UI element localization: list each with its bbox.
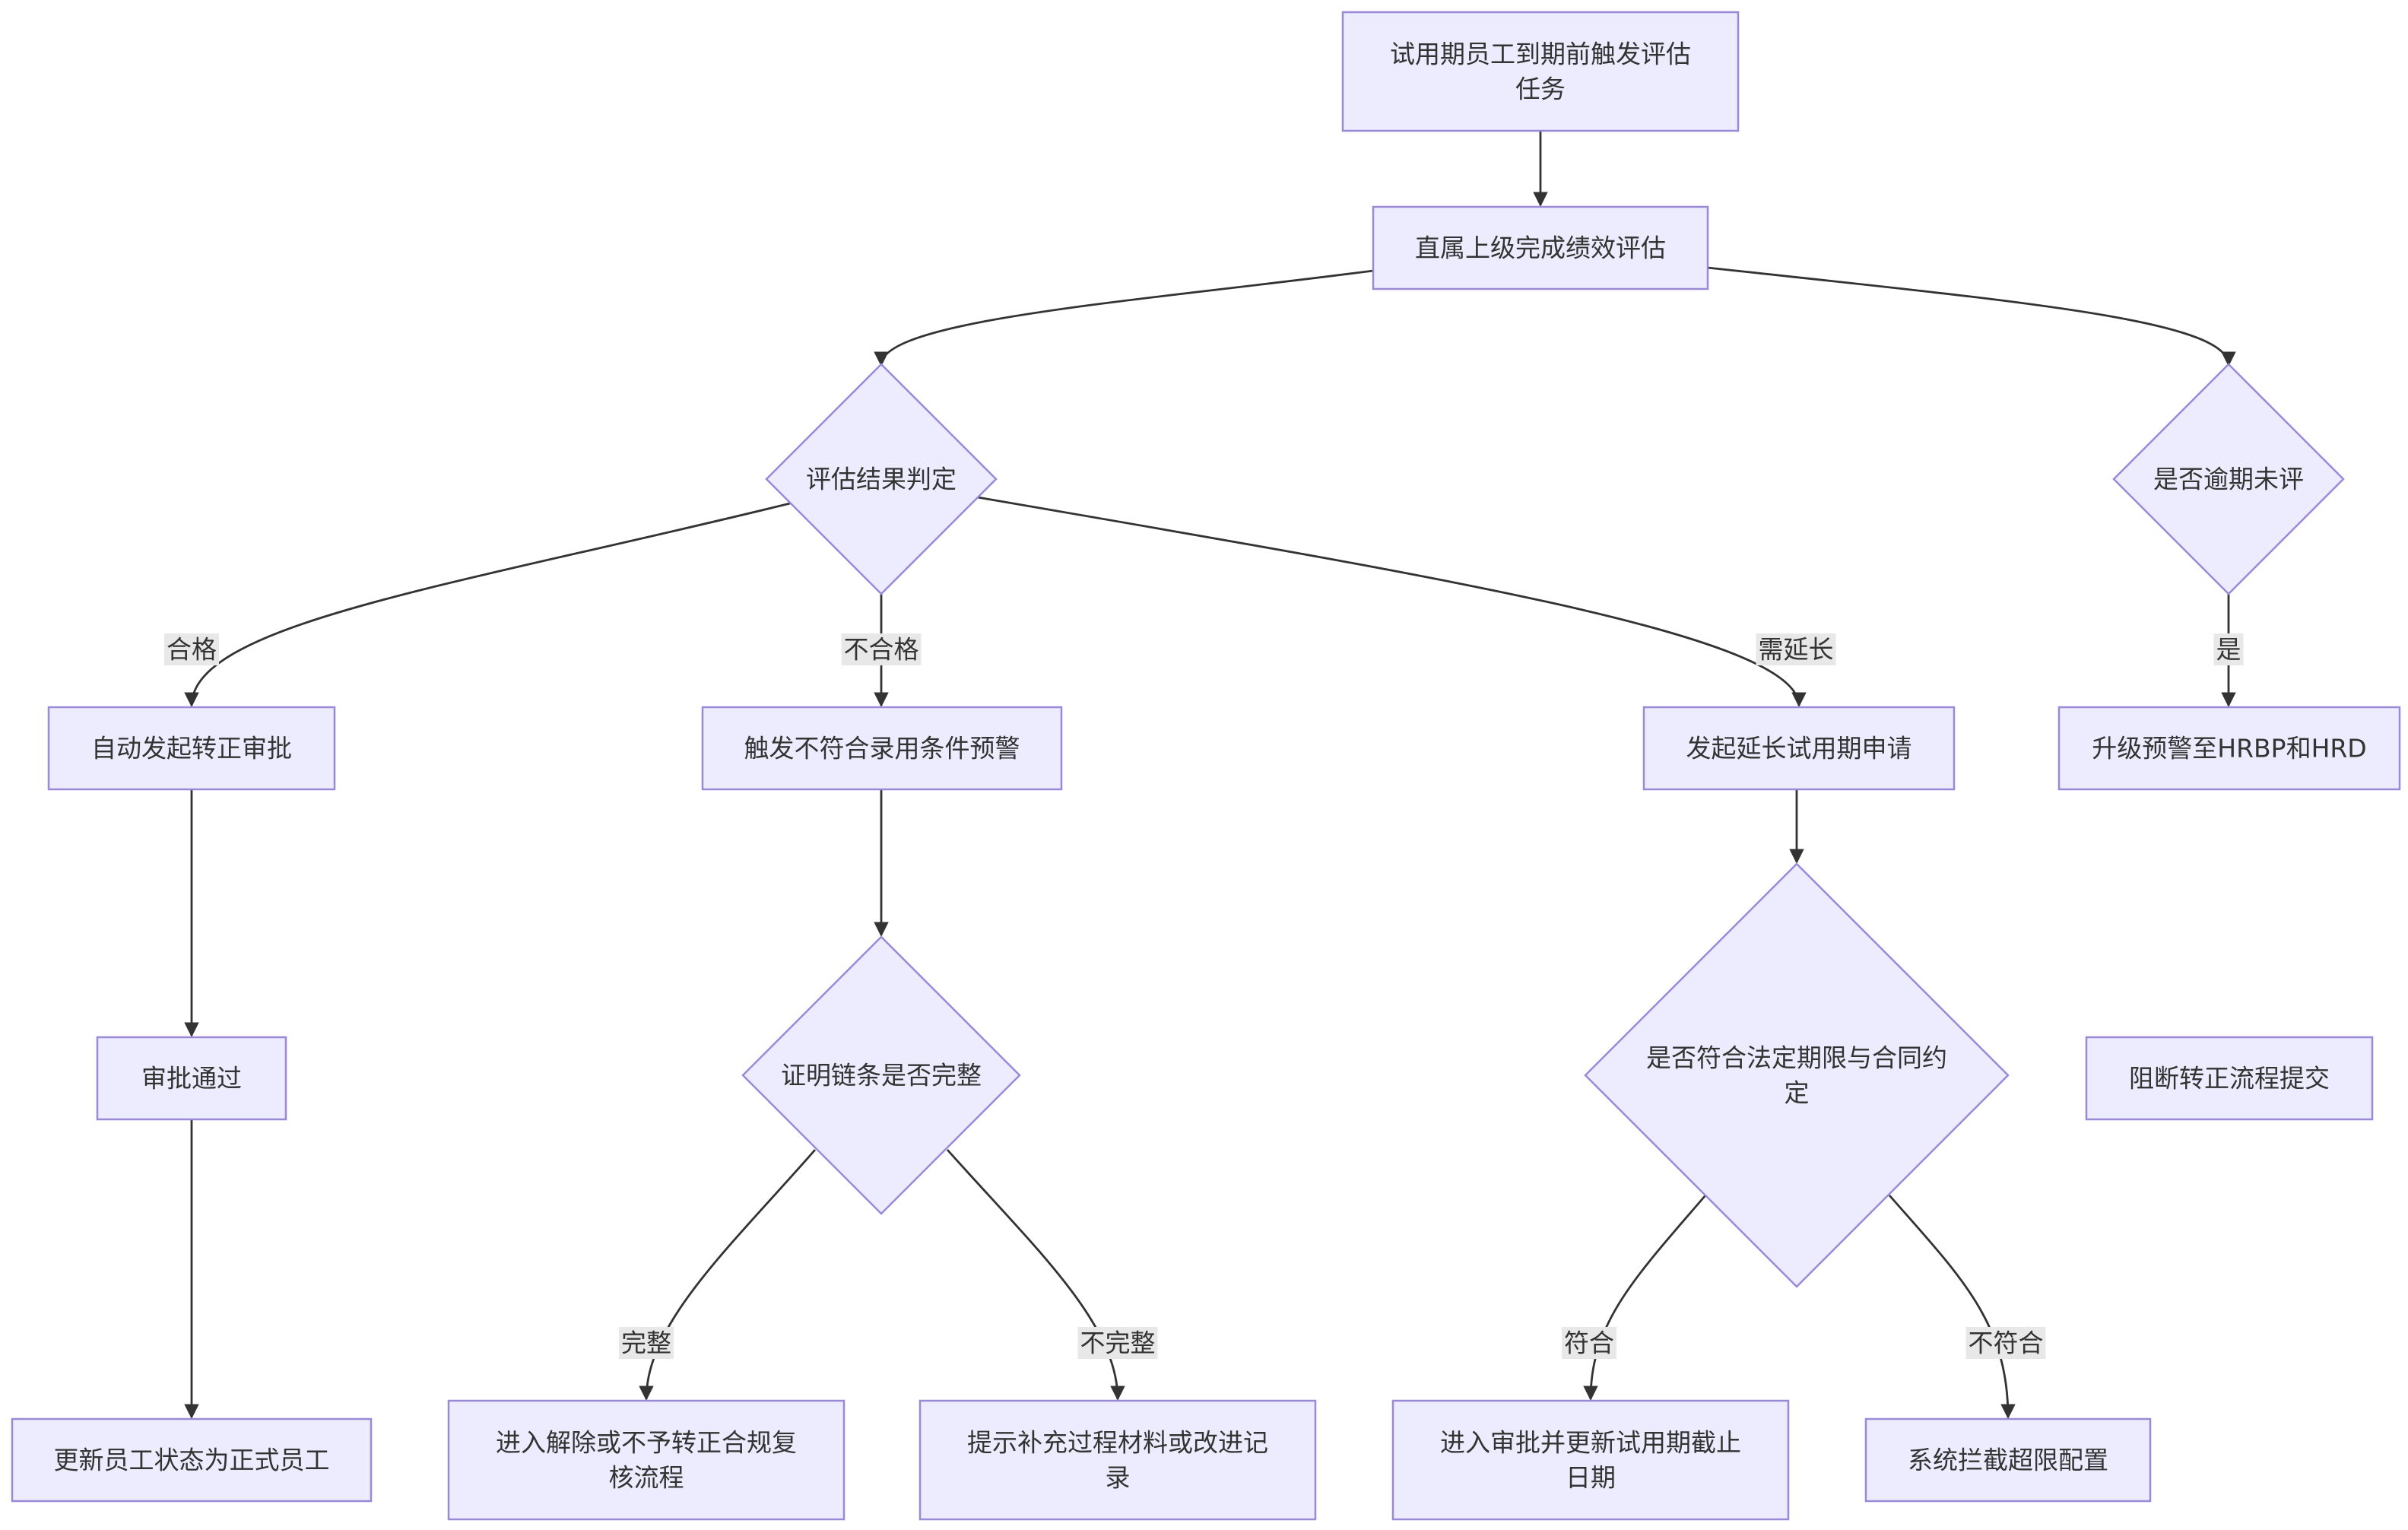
- node-box: [1341, 11, 1740, 132]
- edge-label-background: [164, 633, 219, 665]
- node-label: 试用期员工到期前触发评估: [1390, 40, 1691, 69]
- edge-label-text: 符合: [1564, 1328, 1614, 1358]
- node-label: 日期: [1566, 1463, 1616, 1493]
- node-label: 系统拦截超限配置: [1908, 1446, 2108, 1475]
- process-node-e2: 阻断转正流程提交: [2085, 1036, 2374, 1121]
- node-box: [96, 1036, 287, 1121]
- edge-label-d1-b1: 不合格: [841, 633, 922, 665]
- node-label: 直属上级完成绩效评估: [1415, 233, 1666, 263]
- edge-label-background: [2213, 633, 2244, 665]
- node-label: 任务: [1515, 75, 1566, 104]
- edge-label-background: [1562, 1327, 1616, 1359]
- edge-n2-d2: [1707, 266, 2236, 367]
- edge-label-text: 不完整: [1080, 1328, 1156, 1358]
- edge-d1-a1: [184, 502, 791, 707]
- node-box: [1391, 1399, 1790, 1521]
- edge-label-d2-e1: 是: [2213, 633, 2244, 665]
- edge-label-background: [1756, 633, 1836, 665]
- edge-label-cd-c2: 符合: [1562, 1327, 1616, 1359]
- process-node-b1: 触发不符合录用条件预警: [701, 706, 1063, 791]
- process-node-e1: 升级预警至HRBP和HRD: [2057, 706, 2401, 791]
- node-label: 自动发起转正审批: [91, 734, 292, 763]
- node-box: [1372, 205, 1709, 290]
- node-label: 进入审批并更新试用期截止: [1440, 1428, 1741, 1458]
- process-node-a3: 更新员工状态为正式员工: [11, 1417, 373, 1503]
- process-node-c3: 系统拦截超限配置: [1864, 1417, 2152, 1503]
- node-label: 更新员工状态为正式员工: [54, 1446, 330, 1475]
- edge-bd-b2: [639, 1149, 817, 1401]
- node-label: 是否逾期未评: [2153, 465, 2304, 494]
- edge-label-background: [1965, 1327, 2046, 1359]
- node-diamond: [2112, 363, 2345, 595]
- edge-label-d1-c1: 需延长: [1756, 633, 1836, 665]
- node-box: [701, 706, 1063, 791]
- node-box: [11, 1417, 373, 1503]
- node-box: [447, 1399, 845, 1521]
- edge-label-background: [1077, 1327, 1158, 1359]
- edge-n2-d1: [874, 269, 1374, 367]
- node-label: 核流程: [609, 1463, 684, 1493]
- edge-label-bd-b2: 完整: [619, 1327, 674, 1359]
- decision-node-bd: 证明链条是否完整: [741, 935, 1021, 1215]
- node-label: 升级预警至HRBP和HRD: [2092, 734, 2366, 763]
- edge-label-text: 需延长: [1759, 635, 1834, 665]
- edge-cd-c3: [1888, 1195, 2016, 1419]
- edge-label-bd-b3: 不完整: [1077, 1327, 1158, 1359]
- node-label: 进入解除或不予转正合规复: [496, 1428, 797, 1458]
- edge-label-text: 不合格: [844, 635, 919, 665]
- node-label: 触发不符合录用条件预警: [744, 734, 1020, 763]
- node-label: 证明链条是否完整: [781, 1061, 982, 1090]
- edge-label-text: 是: [2216, 635, 2241, 665]
- node-label: 录: [1106, 1463, 1131, 1493]
- node-diamond: [765, 363, 998, 595]
- process-node-c1: 发起延长试用期申请: [1642, 706, 1956, 791]
- node-label: 定: [1785, 1078, 1810, 1108]
- process-node-a2: 审批通过: [96, 1036, 287, 1121]
- node-box: [2085, 1036, 2374, 1121]
- edge-cd-c2: [1583, 1195, 1707, 1401]
- node-box: [918, 1399, 1317, 1521]
- node-box: [1864, 1417, 2152, 1503]
- node-label: 提示补充过程材料或改进记: [967, 1428, 1268, 1458]
- node-box: [2057, 706, 2401, 791]
- edge-label-background: [841, 633, 922, 665]
- decision-node-d2: 是否逾期未评: [2112, 363, 2345, 595]
- edge-label-background: [619, 1327, 674, 1359]
- edge-label-cd-c3: 不符合: [1965, 1327, 2046, 1359]
- edge-label-d1-a1: 合格: [164, 633, 219, 665]
- node-box: [47, 706, 336, 791]
- node-diamond: [741, 935, 1021, 1215]
- edge-d1-c1: [977, 496, 1807, 707]
- node-label: 阻断转正流程提交: [2129, 1064, 2330, 1094]
- edge-bd-b3: [946, 1149, 1125, 1401]
- node-label: 审批通过: [141, 1064, 242, 1094]
- edge-label-text: 不符合: [1969, 1328, 2044, 1358]
- edge-label-text: 合格: [167, 635, 217, 665]
- node-box: [1642, 706, 1956, 791]
- node-label: 是否符合法定期限与合同约: [1646, 1043, 1947, 1073]
- process-node-a1: 自动发起转正审批: [47, 706, 336, 791]
- node-label: 发起延长试用期申请: [1686, 734, 1912, 763]
- process-node-n2: 直属上级完成绩效评估: [1372, 205, 1709, 290]
- node-label: 评估结果判定: [806, 465, 957, 494]
- edge-label-text: 完整: [621, 1328, 671, 1358]
- decision-node-d1: 评估结果判定: [765, 363, 998, 595]
- node-diamond: [1584, 862, 2010, 1288]
